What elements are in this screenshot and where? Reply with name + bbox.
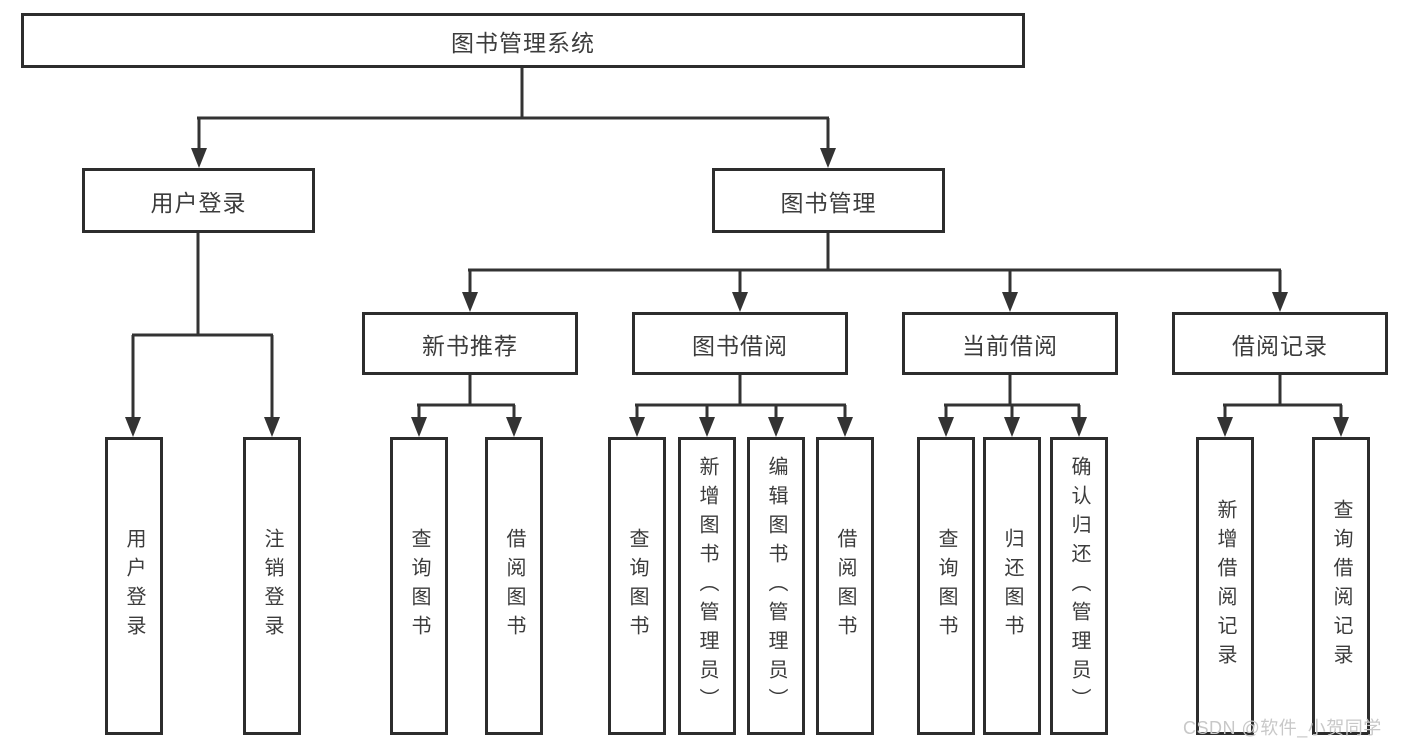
leaf-bookborrow-edit-books-admin: 编辑图书（管理员） (747, 437, 805, 735)
node-new-book-recommend: 新书推荐 (362, 312, 578, 375)
node-borrow-records-label: 借阅记录 (1232, 332, 1328, 359)
node-book-management-label: 图书管理 (780, 189, 877, 216)
edge-bookborrow-to-leaves (635, 375, 847, 421)
leaf-records-add-borrow-record-label: 新增借阅记录 (1214, 499, 1236, 673)
arrowhead-icon (125, 148, 1349, 437)
csdn-watermark: CSDN @软件_小贺同学 (1183, 718, 1382, 738)
leaf-bookborrow-query-books: 查询图书 (608, 437, 666, 735)
leaf-newbookrec-borrow-books-label: 借阅图书 (503, 528, 525, 644)
leaf-records-query-borrow-record: 查询借阅记录 (1312, 437, 1370, 735)
leaf-newbookrec-borrow-books: 借阅图书 (485, 437, 543, 735)
node-borrow-records: 借阅记录 (1172, 312, 1388, 375)
node-book-borrow-label: 图书借阅 (692, 332, 788, 359)
leaf-newbookrec-query-books-label: 查询图书 (408, 528, 430, 644)
leaf-records-query-borrow-record-label: 查询借阅记录 (1330, 499, 1352, 673)
leaf-currentborrow-return-books: 归还图书 (983, 437, 1041, 735)
leaf-currentborrow-return-books-label: 归还图书 (1001, 528, 1023, 644)
edge-currentborrow-to-leaves (944, 375, 1081, 421)
leaf-bookborrow-borrow-books: 借阅图书 (816, 437, 874, 735)
node-user-login-label: 用户登录 (150, 189, 247, 216)
leaf-user-login: 用户登录 (105, 437, 163, 735)
leaf-bookborrow-add-books-admin: 新增图书（管理员） (678, 437, 736, 735)
node-root: 图书管理系统 (21, 13, 1025, 68)
node-root-label: 图书管理系统 (451, 29, 595, 56)
node-current-borrow-label: 当前借阅 (962, 332, 1058, 359)
edge-bookmgmt-to-level3 (468, 233, 1282, 296)
leaf-currentborrow-confirm-return-admin-label: 确认归还（管理员） (1068, 455, 1090, 717)
edge-lines (131, 68, 1343, 421)
leaf-logout-label: 注销登录 (261, 528, 283, 644)
node-book-management: 图书管理 (712, 168, 945, 233)
leaf-currentborrow-query-books-label: 查询图书 (935, 528, 957, 644)
edge-root-to-level2 (197, 68, 830, 152)
leaf-records-add-borrow-record: 新增借阅记录 (1196, 437, 1254, 735)
leaf-logout: 注销登录 (243, 437, 301, 735)
leaf-currentborrow-query-books: 查询图书 (917, 437, 975, 735)
edge-borrowrecords-to-leaves (1223, 375, 1343, 421)
node-user-login: 用户登录 (82, 168, 315, 233)
leaf-bookborrow-add-books-admin-label: 新增图书（管理员） (696, 455, 718, 717)
leaf-bookborrow-query-books-label: 查询图书 (626, 528, 648, 644)
node-new-book-recommend-label: 新书推荐 (422, 332, 518, 359)
leaf-newbookrec-query-books: 查询图书 (390, 437, 448, 735)
edge-newbookrec-to-leaves (417, 375, 516, 421)
edge-userlogin-to-leaves (131, 233, 274, 421)
leaf-user-login-label: 用户登录 (123, 528, 145, 644)
leaf-currentborrow-confirm-return-admin: 确认归还（管理员） (1050, 437, 1108, 735)
node-current-borrow: 当前借阅 (902, 312, 1118, 375)
leaf-bookborrow-borrow-books-label: 借阅图书 (834, 528, 856, 644)
node-book-borrow: 图书借阅 (632, 312, 848, 375)
leaf-bookborrow-edit-books-admin-label: 编辑图书（管理员） (765, 455, 787, 717)
